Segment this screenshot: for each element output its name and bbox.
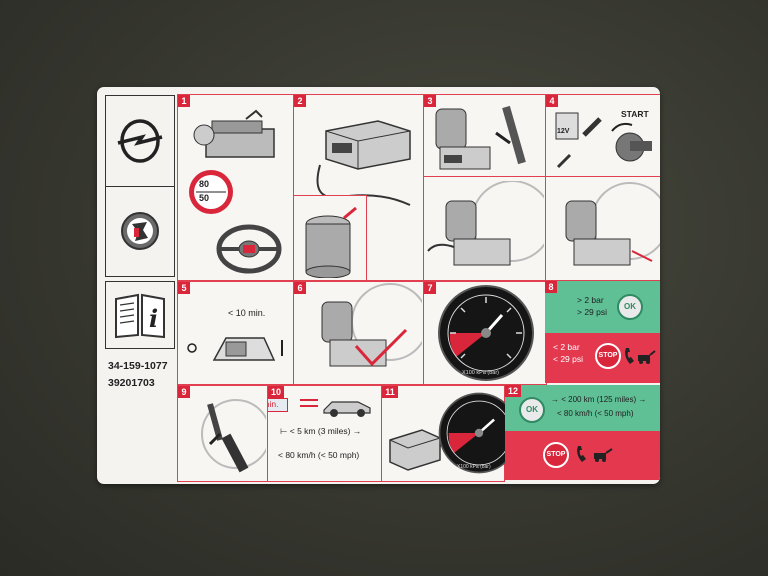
speed-top: 80 — [199, 179, 209, 189]
phone-icon — [575, 445, 589, 463]
phone-icon — [623, 347, 637, 365]
stop-badge: STOP — [543, 442, 569, 468]
step-number: 2 — [294, 95, 306, 107]
step-number: 5 — [178, 282, 190, 294]
svg-text:i: i — [149, 304, 158, 333]
tire-repair-instruction-sticker: i 34-159-1077 39201703 1 80 50 2 — [97, 87, 660, 484]
pressure-gauge-icon — [436, 283, 536, 383]
tow-truck-icon — [637, 349, 657, 365]
gauge-unit-label: X100 kPa (bar) — [462, 370, 499, 376]
power-socket-icon — [550, 105, 610, 175]
vauxhall-griffin-icon — [117, 208, 163, 254]
max-distance: → < 200 km (125 miles) → — [551, 395, 646, 404]
step-6-panel: 6 — [293, 281, 425, 385]
step-number: 1 — [178, 95, 190, 107]
opel-logo-icon — [115, 116, 165, 166]
sticker-code: 39201703 — [108, 377, 155, 389]
step-2-sealant-inset — [294, 195, 367, 281]
voltage-label: 12V — [557, 128, 569, 135]
bottle-on-compressor-icon — [430, 103, 494, 173]
inflate-time: < 10 min. — [228, 308, 265, 318]
brand-column: i 34-159-1077 39201703 — [97, 87, 175, 484]
manual-info-icon: i — [112, 289, 168, 341]
car-driving-icon — [298, 392, 378, 418]
stop-pressure-bar: < 2 bar — [553, 342, 580, 352]
step-10-panel: 10 < 1 min. ⊢ < 5 km (3 miles) → < 80 km… — [267, 385, 383, 482]
step-7-panel: 7 X100 kPa (bar) — [423, 281, 547, 385]
start-label: START — [621, 109, 649, 119]
step-4-panel: 4 START 12V — [545, 94, 660, 178]
step-5-panel: 5 < 10 min. — [177, 281, 295, 385]
drive-speed: < 80 km/h (< 50 mph) — [278, 450, 359, 460]
ok-pressure-bar: > 2 bar — [577, 295, 604, 305]
inflating-tire-icon — [294, 282, 422, 382]
ok-badge: OK — [519, 397, 545, 423]
ok-pressure-psi: > 29 psi — [577, 307, 607, 317]
logo-box — [105, 95, 175, 277]
gauge-unit-label: X100 kPa (bar) — [457, 464, 491, 470]
valve-connect-icon — [492, 103, 542, 173]
compressor-box-icon — [186, 109, 286, 169]
step-number: 12 — [505, 385, 521, 397]
step-1-panel: 1 80 50 — [177, 94, 295, 281]
step-2-panel: 2 — [293, 94, 425, 281]
drive-time: < 1 min. — [267, 399, 278, 409]
part-number: 34-159-1077 — [108, 360, 168, 372]
speed-bottom: 50 — [199, 193, 209, 203]
max-speed: < 80 km/h (< 50 mph) — [557, 409, 633, 418]
step-4b-panel — [545, 176, 660, 281]
sealant-bottle-icon — [300, 200, 360, 278]
power-switch-icon — [186, 330, 286, 370]
step-9-panel: 9 — [177, 385, 269, 482]
stop-pressure-psi: < 29 psi — [553, 354, 583, 364]
tow-truck-icon — [593, 447, 615, 463]
step-number: 10 — [268, 386, 284, 398]
step-3-panel: 3 — [423, 94, 547, 178]
disconnect-hose-icon — [180, 390, 266, 480]
step-12-panel: 12 OK → < 200 km (125 miles) → < 80 km/h… — [505, 385, 660, 480]
compressor-on-tire-icon — [426, 181, 544, 277]
ok-badge: OK — [617, 294, 643, 320]
manual-box: i — [105, 281, 175, 349]
stop-badge: STOP — [595, 343, 621, 369]
step-3b-panel — [423, 176, 547, 281]
ignition-key-icon — [610, 119, 656, 169]
step-8-panel: 8 > 2 bar > 29 psi OK < 2 bar < 29 psi S… — [545, 281, 660, 383]
compressor-on-tire-icon — [548, 181, 660, 277]
speed-sticker-icon — [186, 167, 236, 217]
steering-wheel-icon — [214, 219, 284, 275]
step-number: 7 — [424, 282, 436, 294]
step-number: 8 — [545, 281, 557, 293]
drive-distance: ⊢ < 5 km (3 miles) → — [280, 426, 361, 437]
